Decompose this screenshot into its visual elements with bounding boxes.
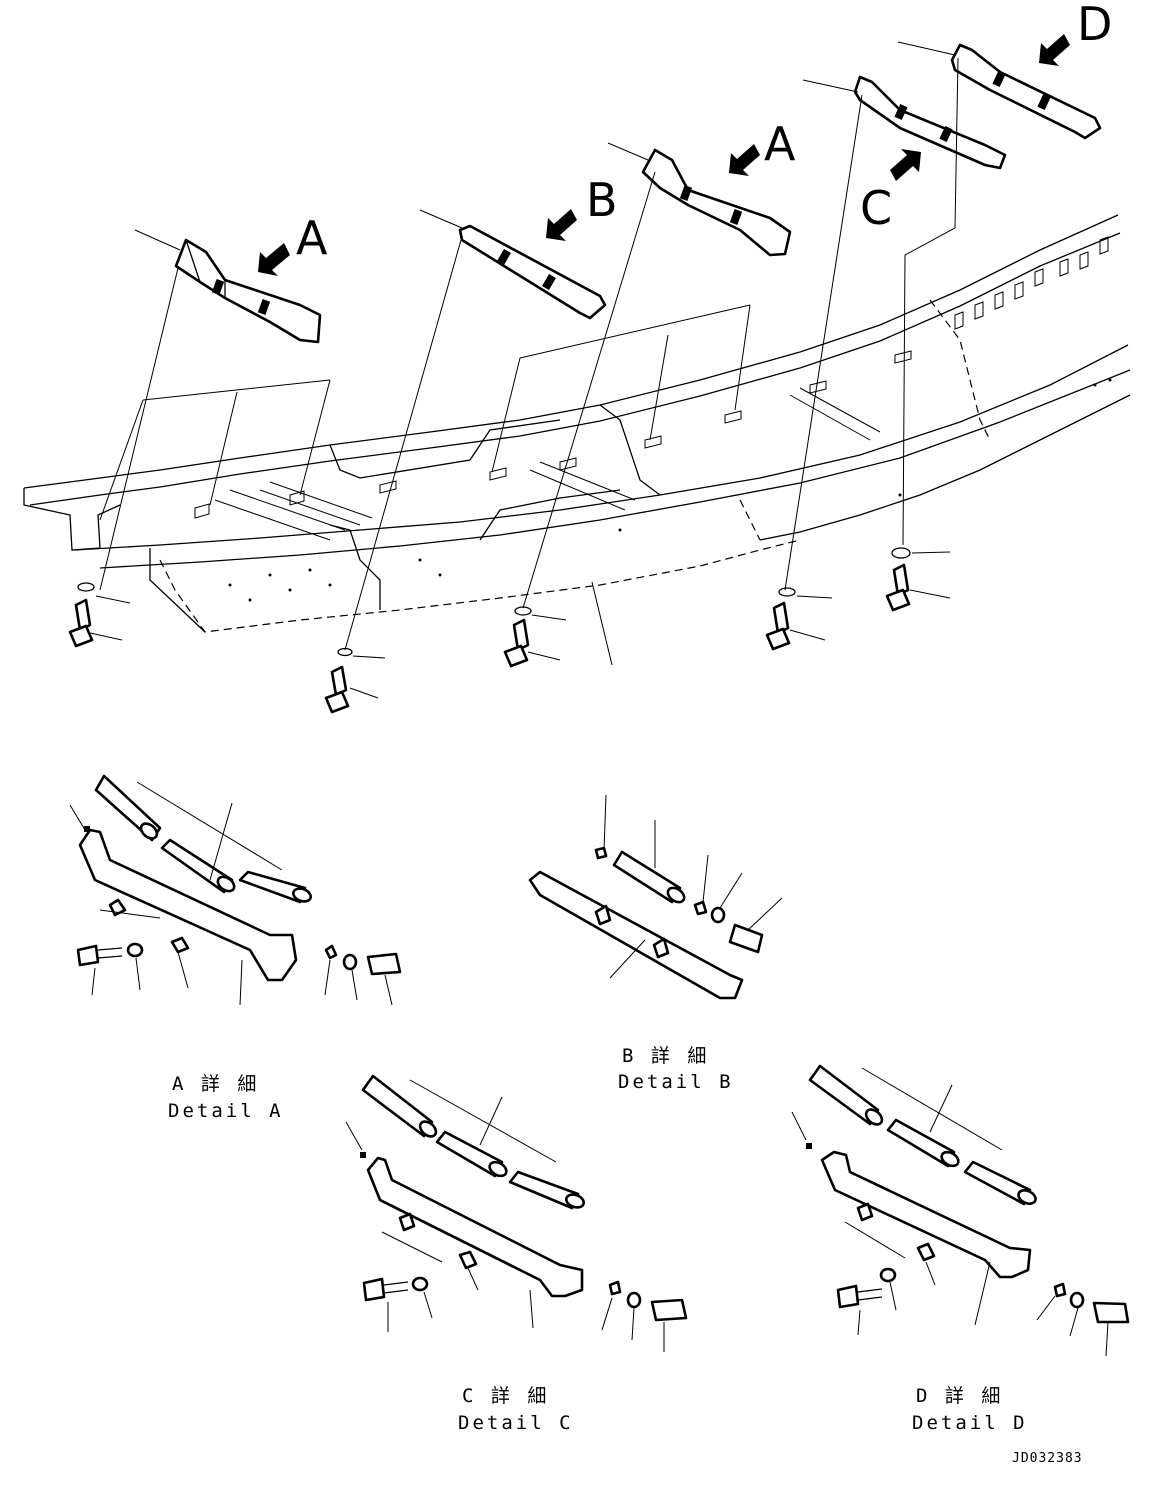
detail-d-title-en: Detail D xyxy=(912,1412,1028,1434)
detail-c-title-jp: C 詳 細 xyxy=(462,1385,549,1407)
detail-c-drawing xyxy=(360,1074,688,1322)
detail-c-title-en: Detail C xyxy=(458,1412,574,1434)
view-label-a-right: A xyxy=(764,117,796,171)
handrail-a-left xyxy=(174,238,322,344)
detail-a-leaders xyxy=(69,781,393,1006)
detail-b-drawing xyxy=(528,846,764,1000)
detail-b-title-en: Detail B xyxy=(618,1071,734,1093)
detail-a-drawing xyxy=(76,774,402,982)
handrail-a-right xyxy=(641,148,792,257)
frame-fasteners xyxy=(68,547,911,714)
detail-c-leaders xyxy=(345,1079,665,1352)
detail-d-leaders xyxy=(791,1067,1109,1357)
drawing-number: JD032383 xyxy=(1012,1451,1083,1466)
view-label-d: D xyxy=(1077,0,1112,51)
detail-b-title-jp: B 詳 細 xyxy=(622,1045,709,1067)
detail-a-title-jp: A 詳 細 xyxy=(172,1073,259,1095)
leader-lines-main xyxy=(89,41,959,699)
view-label-c: C xyxy=(860,181,892,235)
view-arrows xyxy=(258,34,1070,276)
chassis-frame xyxy=(23,214,1131,633)
detail-d-title-jp: D 詳 細 xyxy=(916,1385,1003,1407)
handrail-b xyxy=(458,224,607,320)
view-label-a-left: A xyxy=(296,211,328,265)
detail-b-leaders xyxy=(603,794,783,979)
detail-d-drawing xyxy=(806,1064,1130,1324)
handrail-d xyxy=(950,43,1102,140)
view-label-b: B xyxy=(586,173,618,227)
handrail-c xyxy=(853,75,1007,170)
detail-a-title-en: Detail A xyxy=(168,1100,284,1122)
